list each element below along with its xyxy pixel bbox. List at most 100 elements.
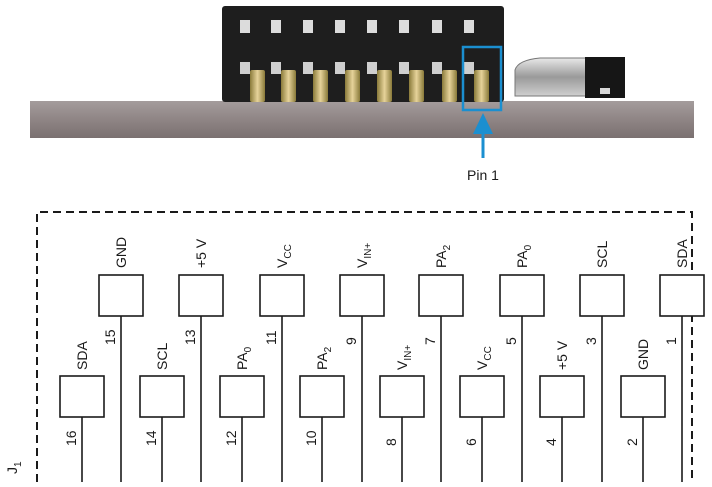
pin1-highlight xyxy=(461,45,503,112)
svg-text:1: 1 xyxy=(663,337,679,345)
pin-4: +5 V4 xyxy=(539,340,585,482)
svg-text:PA0: PA0 xyxy=(234,346,254,370)
connector-designator: J1 xyxy=(4,461,24,474)
pin-pad xyxy=(579,274,625,317)
header-pin xyxy=(442,70,457,102)
pin-number: 1 xyxy=(663,337,679,345)
pin-label: PA2 xyxy=(314,346,334,370)
pin-signal-name: SCL xyxy=(154,343,170,370)
board-photo xyxy=(30,6,694,138)
pin-signal-name: SDA xyxy=(674,239,690,268)
svg-text:VIN+: VIN+ xyxy=(354,243,374,268)
svg-text:GND: GND xyxy=(635,339,651,370)
pin-label: PA0 xyxy=(514,244,534,268)
header-pin xyxy=(281,70,296,102)
upper-contact xyxy=(240,20,250,33)
pin-label: SDA xyxy=(74,341,90,370)
pin-pad xyxy=(659,274,705,317)
pin1-label: Pin 1 xyxy=(467,167,499,183)
pin-label: VCC xyxy=(474,346,494,370)
pin-pad xyxy=(620,375,666,418)
pin-pad xyxy=(98,274,144,317)
pin1-callout: Pin 1 xyxy=(467,113,499,183)
pin-signal-name: PA xyxy=(514,250,530,268)
pin-pad xyxy=(178,274,224,317)
pin-signal-name: V xyxy=(394,360,410,370)
pin-8: VIN+8 xyxy=(379,345,425,482)
pin-signal-subscript: CC xyxy=(283,244,294,258)
pin-signal-subscript: IN+ xyxy=(363,243,374,259)
pin-pad xyxy=(59,375,105,418)
svg-text:5: 5 xyxy=(503,337,519,345)
pin-number: 11 xyxy=(263,330,279,345)
svg-text:SCL: SCL xyxy=(154,343,170,370)
pin-label: GND xyxy=(113,237,129,268)
pin-pad xyxy=(379,375,425,418)
header-pin xyxy=(377,70,392,102)
header-pin xyxy=(474,70,489,102)
svg-text:3: 3 xyxy=(583,337,599,345)
side-component xyxy=(514,57,625,98)
svg-text:VCC: VCC xyxy=(474,346,494,370)
pin-1: SDA 1 xyxy=(659,239,705,482)
pin-3: SCL 3 xyxy=(579,241,625,482)
pin-label: VIN+ xyxy=(394,345,414,370)
pin-number: 16 xyxy=(63,430,79,446)
pin-signal-subscript: 2 xyxy=(442,244,453,250)
pin-pad xyxy=(339,274,385,317)
pin-label: PA0 xyxy=(234,346,254,370)
pin-pad xyxy=(499,274,545,317)
pin-pad xyxy=(219,375,265,418)
pin-number: 2 xyxy=(624,438,640,446)
lower-contact xyxy=(399,62,409,74)
pin-signal-name: PA xyxy=(433,250,449,268)
pin-9: VIN+ 9 xyxy=(339,243,385,482)
pin-signal-subscript: IN+ xyxy=(403,345,414,361)
pin-signal-name: GND xyxy=(113,237,129,268)
pin-number: 13 xyxy=(182,329,198,345)
pin-signal-name: V xyxy=(274,258,290,268)
lower-contact xyxy=(271,62,281,74)
pin-number: 9 xyxy=(343,337,359,345)
svg-text:2: 2 xyxy=(624,438,640,446)
pin-signal-subscript: 0 xyxy=(523,244,534,250)
pin-10: PA2 10 xyxy=(299,346,345,482)
svg-text:VIN+: VIN+ xyxy=(394,345,414,370)
pin-pad xyxy=(459,375,505,418)
upper-contact xyxy=(432,20,442,33)
pin-number: 5 xyxy=(503,337,519,345)
svg-text:VCC: VCC xyxy=(274,244,294,268)
pin-signal-name: V xyxy=(474,360,490,370)
svg-text:11: 11 xyxy=(263,330,279,345)
pin-number: 14 xyxy=(143,430,159,446)
lower-contact xyxy=(303,62,313,74)
lower-contact xyxy=(432,62,442,74)
pin-pad xyxy=(299,375,345,418)
pin-13: +5 V 13 xyxy=(178,238,224,482)
lower-contact xyxy=(335,62,345,74)
svg-text:10: 10 xyxy=(303,430,319,446)
upper-contact xyxy=(303,20,313,33)
svg-text:+5 V: +5 V xyxy=(554,340,570,370)
header-pin xyxy=(345,70,360,102)
pin-signal-subscript: 0 xyxy=(243,346,254,352)
pin-label: SDA xyxy=(674,239,690,268)
pin-label: SCL xyxy=(594,241,610,268)
header-pin xyxy=(409,70,424,102)
upper-contact xyxy=(335,20,345,33)
pin-pad xyxy=(139,375,185,418)
callout-arrow-head xyxy=(473,113,493,134)
pin-signal-name: +5 V xyxy=(554,340,570,370)
pin-pad xyxy=(259,274,305,317)
pin-label: SCL xyxy=(154,343,170,370)
pin-label: VCC xyxy=(274,244,294,268)
pin-signal-name: PA xyxy=(234,352,250,370)
pin-16: SDA 16 xyxy=(59,341,105,482)
pin-signal-name: +5 V xyxy=(193,238,209,268)
header-pin xyxy=(313,70,328,102)
pin-label: GND xyxy=(635,339,651,370)
svg-text:SDA: SDA xyxy=(674,239,690,268)
